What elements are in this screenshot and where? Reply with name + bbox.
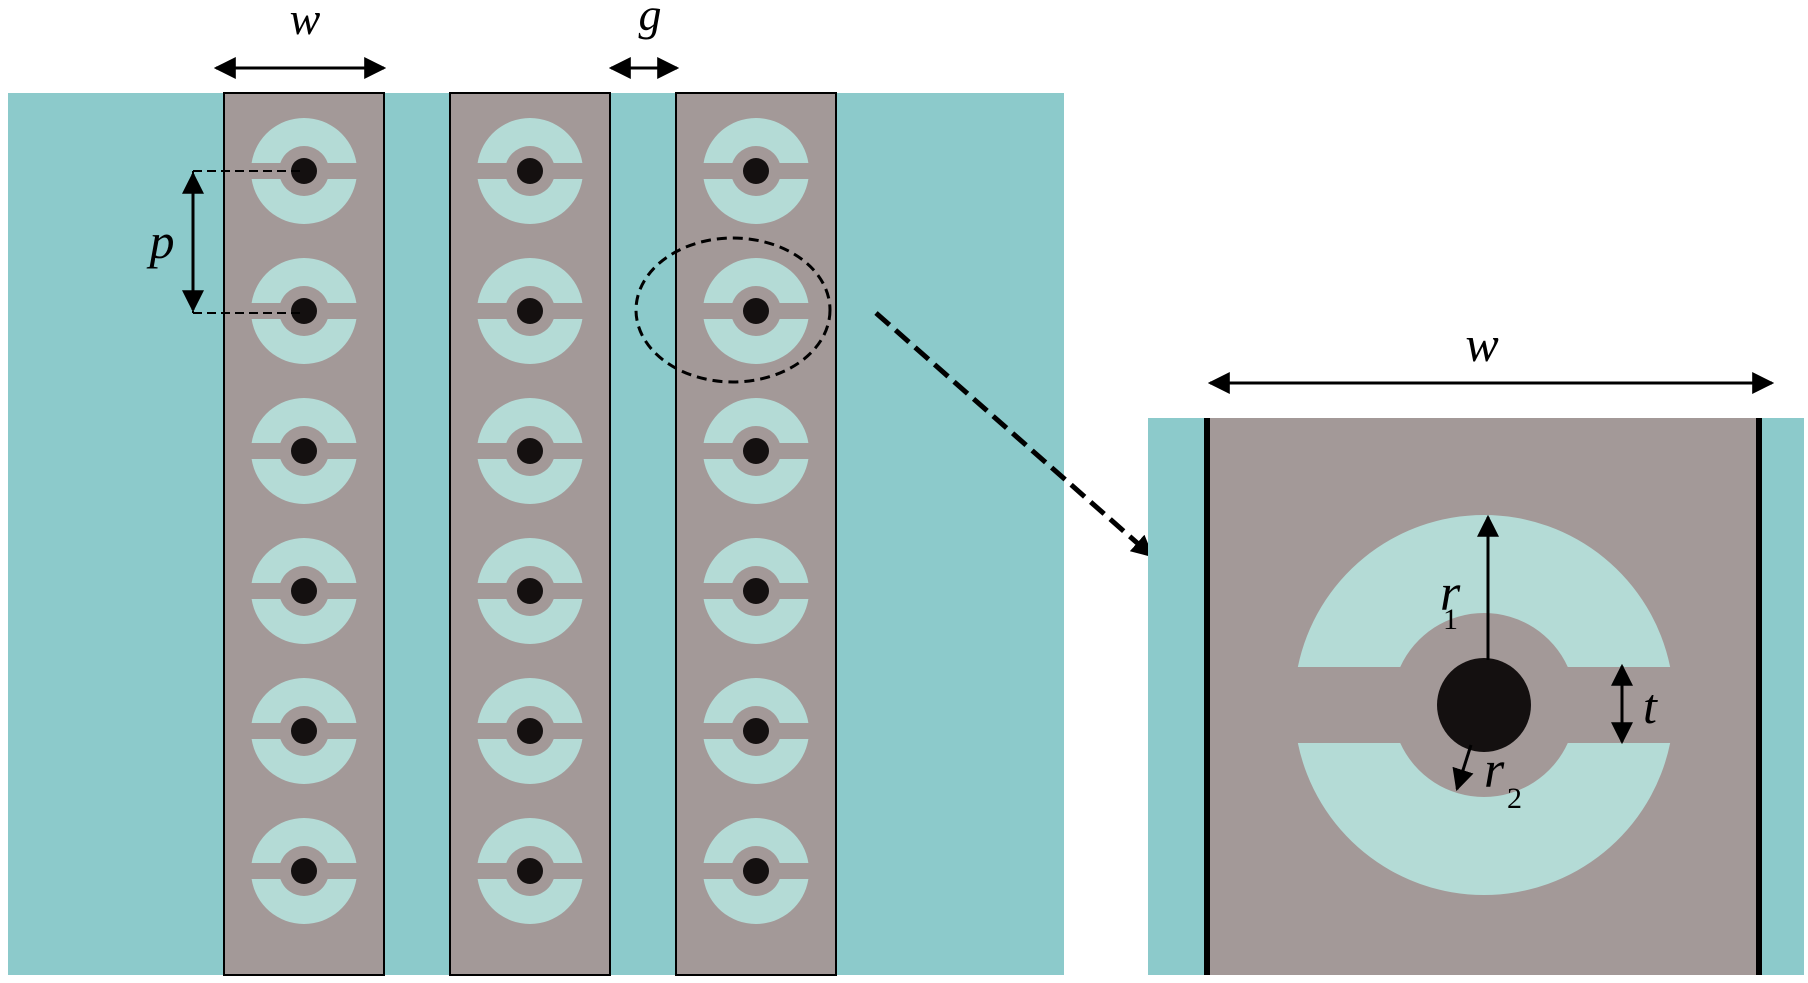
via — [517, 718, 543, 744]
inner-radius-label: r — [1484, 742, 1505, 799]
unit-cell — [477, 678, 583, 785]
gap-dimension: g — [608, 0, 680, 79]
zoom-arrow — [874, 311, 1154, 558]
zoom-indicator — [634, 236, 1154, 558]
via — [517, 438, 543, 464]
unit-cell — [251, 117, 357, 225]
unit-cell — [477, 537, 583, 644]
period-dimension: p — [147, 170, 303, 314]
zoom-width-label: w — [1465, 316, 1498, 372]
split-ring — [251, 117, 357, 225]
via — [743, 298, 769, 324]
via — [743, 858, 769, 884]
via — [1437, 658, 1531, 752]
unit-cell — [251, 818, 357, 925]
via — [291, 718, 317, 744]
slot-width-label: t — [1643, 678, 1658, 734]
unit-cell — [703, 537, 809, 645]
split-ring — [703, 117, 809, 225]
strip-width-dimension: w — [213, 0, 387, 79]
overview-panel — [8, 92, 1064, 976]
via — [291, 158, 317, 184]
via — [291, 578, 317, 604]
split-ring — [1297, 514, 1671, 896]
split-ring — [251, 257, 357, 365]
strip-width-label: w — [290, 0, 321, 44]
via — [743, 718, 769, 744]
split-ring — [477, 678, 583, 785]
via — [517, 298, 543, 324]
inner-radius-subscript: 2 — [1507, 782, 1522, 815]
unit-cell — [251, 398, 357, 505]
outer-radius-subscript: 1 — [1443, 603, 1458, 636]
via — [291, 438, 317, 464]
split-ring — [251, 537, 357, 644]
via — [743, 438, 769, 464]
split-ring — [703, 677, 809, 785]
unit-cell — [251, 257, 357, 365]
outer-radius-label: r — [1440, 565, 1461, 622]
split-ring — [703, 817, 809, 925]
unit-cell — [703, 677, 809, 785]
split-ring — [477, 257, 583, 365]
via — [743, 578, 769, 604]
unit-cell — [703, 397, 809, 505]
split-ring — [251, 818, 357, 925]
split-ring — [703, 397, 809, 505]
strips — [223, 92, 837, 976]
unit-cell-detail: w r 1 r 2 t — [1148, 316, 1804, 975]
unit-cell — [251, 537, 357, 644]
split-ring-shape — [1297, 514, 1671, 896]
split-ring — [703, 537, 809, 645]
unit-cell — [477, 818, 583, 925]
strip — [675, 92, 837, 976]
unit-cell — [703, 817, 809, 925]
strip — [223, 92, 385, 976]
gap-label: g — [639, 0, 662, 40]
split-ring — [251, 678, 357, 785]
unit-cell — [251, 678, 357, 785]
via — [517, 578, 543, 604]
selection-ellipse — [634, 236, 832, 384]
unit-cell — [703, 117, 809, 225]
split-ring — [477, 818, 583, 925]
split-ring — [477, 117, 583, 225]
via — [291, 858, 317, 884]
via — [517, 858, 543, 884]
via — [517, 158, 543, 184]
split-ring — [703, 257, 809, 365]
unit-cell — [477, 398, 583, 505]
split-ring — [477, 398, 583, 505]
split-ring — [251, 398, 357, 505]
unit-cell — [703, 257, 809, 365]
split-ring — [477, 537, 583, 644]
unit-cell — [477, 117, 583, 225]
unit-cell — [477, 257, 583, 365]
via — [743, 158, 769, 184]
strip — [449, 92, 611, 976]
via — [291, 298, 317, 324]
period-label: p — [147, 213, 175, 269]
